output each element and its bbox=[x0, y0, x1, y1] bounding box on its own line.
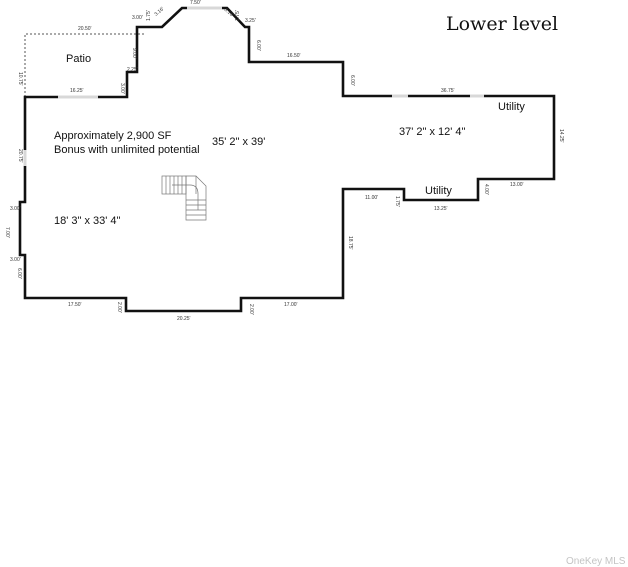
dimension-label: 13.25' bbox=[434, 206, 448, 212]
dimension-label: 9.00' bbox=[131, 48, 137, 59]
dimension-label: 16.25' bbox=[70, 88, 84, 94]
dimension-label: 7.50' bbox=[190, 0, 201, 6]
utility-bottom-label: Utility bbox=[425, 185, 452, 197]
summary-note-label: Bonus with unlimited potential bbox=[54, 144, 200, 156]
dimension-label: 20.50' bbox=[78, 26, 92, 32]
dimension-label: 7.00' bbox=[4, 227, 10, 238]
utility-top-label: Utility bbox=[498, 101, 525, 113]
dimension-label: 3.00' bbox=[119, 83, 125, 94]
exterior-wall bbox=[18, 6, 556, 313]
dimension-label: 1.75' bbox=[146, 10, 152, 21]
watermark: OneKey MLS bbox=[566, 556, 626, 567]
dimension-label: 3.00' bbox=[132, 15, 143, 21]
dimension-label: 36.75' bbox=[441, 88, 455, 94]
dimension-label: 3.00' bbox=[10, 206, 21, 212]
plan-title: Lower level bbox=[446, 13, 558, 35]
dimension-label: 2.00' bbox=[248, 304, 254, 315]
dimension-label: 10.75' bbox=[17, 72, 23, 86]
dimension-label: 3.16' bbox=[153, 6, 165, 17]
dimension-label: 16.50' bbox=[287, 53, 301, 59]
dimension-label: 13.00' bbox=[510, 182, 524, 188]
dimension-label: 11.00' bbox=[365, 195, 378, 201]
dimension-label: 3.00' bbox=[10, 257, 21, 263]
dimension-label: 2.25' bbox=[127, 67, 138, 73]
dimension-label: 14.25' bbox=[558, 129, 564, 143]
dimension-label: 2.00' bbox=[116, 302, 122, 313]
dimension-label: 1.75' bbox=[394, 196, 400, 207]
dimension-label: 17.00' bbox=[284, 302, 298, 308]
dimension-label: 6.00' bbox=[255, 40, 261, 51]
left-room-dims: 18' 3" x 33' 4" bbox=[54, 215, 121, 227]
dimension-label: 6.00' bbox=[349, 75, 355, 86]
patio-boundary bbox=[24, 33, 144, 97]
dimension-label: 18.75' bbox=[347, 236, 353, 250]
dimension-label: 4.00' bbox=[483, 184, 489, 195]
dimension-label: 20.25' bbox=[177, 316, 191, 322]
main-room-dims: 35' 2" x 39' bbox=[212, 136, 265, 148]
right-room-dims: 37' 2" x 12' 4" bbox=[399, 126, 466, 138]
dimension-label: 20.75' bbox=[17, 149, 23, 163]
summary-area-label: Approximately 2,900 SF bbox=[54, 130, 172, 142]
dimension-label: 1.75' bbox=[235, 10, 241, 21]
dimension-label: 3.16' bbox=[223, 7, 235, 18]
patio-label: Patio bbox=[66, 53, 91, 65]
staircase-icon bbox=[161, 175, 207, 221]
dimension-label: 17.50' bbox=[68, 302, 82, 308]
dimension-label: 3.25' bbox=[245, 18, 256, 24]
dimension-label: 6.00' bbox=[16, 268, 22, 279]
